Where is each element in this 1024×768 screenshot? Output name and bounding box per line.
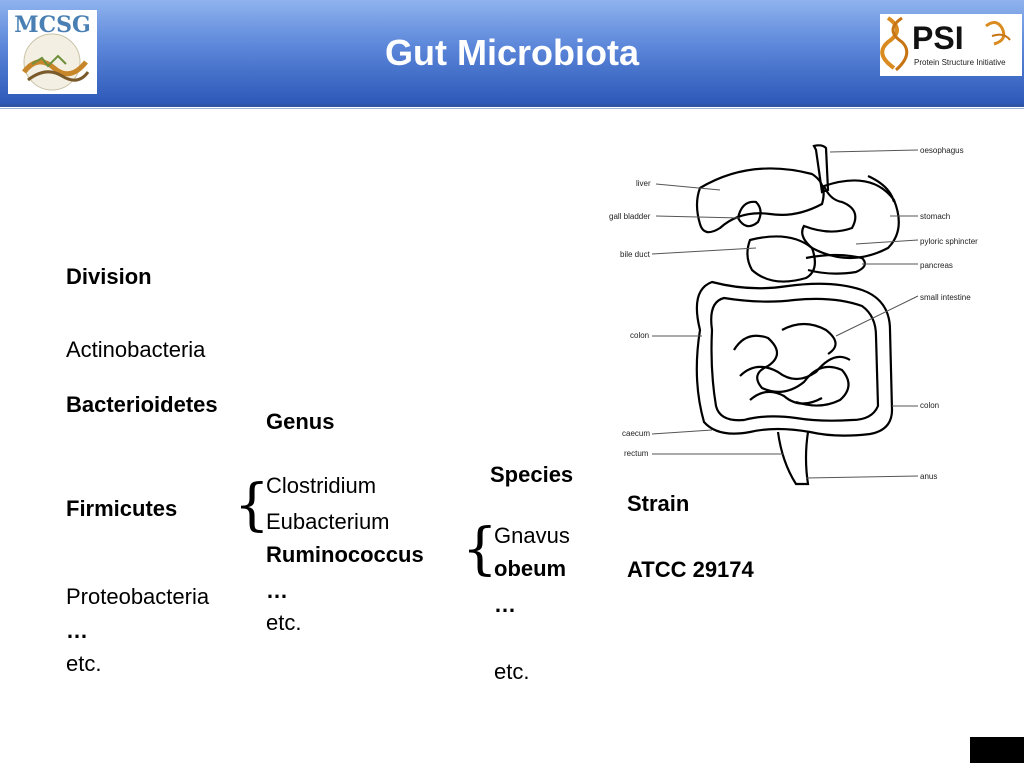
psi-logo-text: PSI bbox=[912, 20, 964, 56]
label-bile-duct: bile duct bbox=[620, 250, 651, 259]
genus-brace: { bbox=[234, 473, 270, 538]
label-liver: liver bbox=[636, 179, 651, 188]
label-pyloric-sphincter: pyloric sphincter bbox=[920, 237, 978, 246]
label-gall-bladder: gall bladder bbox=[609, 212, 651, 221]
anatomy-labels: oesophagus liver gall bladder stomach bi… bbox=[609, 146, 978, 481]
mcsg-logo-text: MCSG bbox=[14, 12, 91, 38]
division-heading: Division bbox=[66, 264, 152, 289]
genus-item: … bbox=[266, 578, 288, 603]
psi-logo-subtitle: Protein Structure Initiative bbox=[914, 58, 1006, 67]
label-anus: anus bbox=[920, 472, 937, 481]
species-heading: Species bbox=[490, 462, 574, 487]
label-oesophagus: oesophagus bbox=[920, 146, 964, 155]
genus-item: etc. bbox=[266, 610, 302, 635]
division-item: Proteobacteria bbox=[66, 584, 210, 609]
genus-item: Eubacterium bbox=[266, 509, 390, 534]
strain-value: ATCC 29174 bbox=[627, 557, 754, 582]
division-item: Bacterioidetes bbox=[66, 392, 218, 417]
species-item: etc. bbox=[494, 659, 530, 684]
species-item: obeum bbox=[494, 556, 567, 581]
title-bar-rule bbox=[0, 104, 1024, 107]
slide-corner-block bbox=[970, 737, 1024, 763]
label-leader-lines bbox=[651, 149, 919, 479]
species-item: Gnavus bbox=[494, 523, 570, 548]
label-colon-left: colon bbox=[630, 331, 649, 340]
species-item: … bbox=[494, 592, 516, 617]
genus-item: Ruminococcus bbox=[266, 542, 424, 567]
mcsg-logo-emblem bbox=[22, 33, 90, 91]
label-pancreas: pancreas bbox=[920, 261, 953, 270]
label-stomach: stomach bbox=[920, 212, 950, 221]
genus-heading: Genus bbox=[266, 409, 335, 434]
mcsg-logo: MCSG bbox=[8, 10, 97, 94]
division-item: Firmicutes bbox=[66, 496, 178, 521]
division-item: Actinobacteria bbox=[66, 337, 206, 362]
title-bar bbox=[0, 0, 1024, 104]
label-small-intestine: small intestine bbox=[920, 293, 971, 302]
digestive-organs-outline bbox=[695, 144, 900, 486]
title-bar-rule-thin bbox=[0, 108, 1024, 109]
division-item: etc. bbox=[66, 651, 102, 676]
digestive-system-diagram: oesophagus liver gall bladder stomach bi… bbox=[609, 144, 978, 486]
genus-item: Clostridium bbox=[266, 473, 377, 498]
label-caecum: caecum bbox=[622, 429, 650, 438]
label-rectum: rectum bbox=[624, 449, 649, 458]
division-item: … bbox=[66, 618, 88, 643]
psi-logo: PSI Protein Structure Initiative bbox=[880, 14, 1022, 76]
slide-title: Gut Microbiota bbox=[385, 32, 639, 73]
species-brace: { bbox=[462, 517, 498, 582]
strain-heading: Strain bbox=[627, 491, 690, 516]
label-colon-right: colon bbox=[920, 401, 939, 410]
psi-logo-helix bbox=[880, 16, 1011, 72]
